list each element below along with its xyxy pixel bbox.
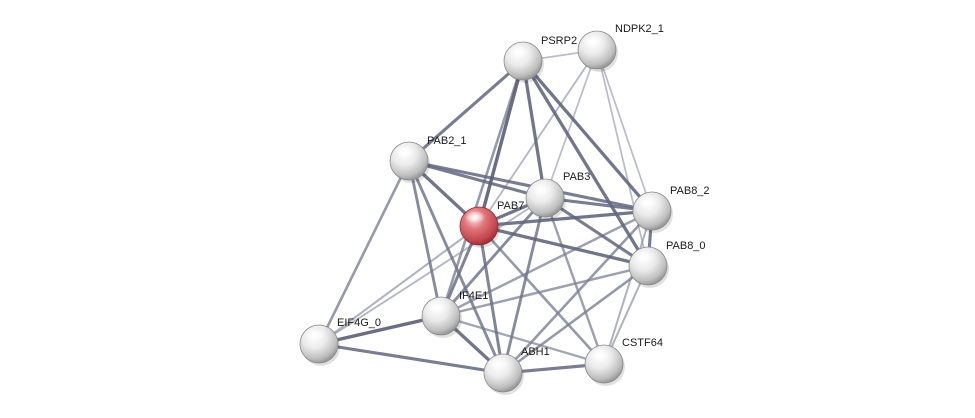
edge-psrp2-pab3[interactable] xyxy=(521,59,547,200)
node-label-psrp2: PSRP2 xyxy=(541,35,577,47)
edge-pab8-0-abh1[interactable] xyxy=(501,264,650,375)
node-pab3[interactable]: PAB3 xyxy=(525,171,590,220)
node-label-cstf64: CSTF64 xyxy=(622,337,663,349)
edge-pab7-eif4g-0[interactable] xyxy=(317,224,481,346)
edge-psrp2-pab8-0[interactable] xyxy=(521,59,650,268)
node-highlight xyxy=(589,348,611,362)
node-label-eif4g-0: EIF4G_0 xyxy=(337,317,381,329)
edge-pab3-pab8-0[interactable] xyxy=(543,196,650,268)
node-pab8-2[interactable]: PAB8_2 xyxy=(632,185,710,233)
node-label-ndpk2-1: NDPK2_1 xyxy=(615,23,664,35)
edge-ndpk2-1-pab7[interactable] xyxy=(478,49,598,227)
edge-eif4g-0-abh1[interactable] xyxy=(317,342,505,375)
node-if4e1[interactable]: IF4E1 xyxy=(421,290,488,338)
edge-ndpk2-1-pab3[interactable] xyxy=(544,49,598,199)
node-highlight xyxy=(637,195,659,209)
node-label-pab3: PAB3 xyxy=(563,171,590,183)
node-highlight xyxy=(488,357,510,371)
node-label-pab2-1: PAB2_1 xyxy=(427,135,467,147)
edge-pab2-1-abh1[interactable] xyxy=(407,159,505,375)
node-abh1[interactable]: ABH1 xyxy=(483,346,550,395)
edge-psrp2-pab2-1[interactable] xyxy=(407,59,525,163)
edge-psrp2-pab8-2[interactable] xyxy=(521,59,654,213)
edge-psrp2-if4e1[interactable] xyxy=(439,59,525,318)
node-label-abh1: ABH1 xyxy=(521,346,550,358)
node-highlight xyxy=(304,328,326,342)
edge-pab2-1-eif4g-0[interactable] xyxy=(317,159,411,346)
edge-if4e1-eif4g-0[interactable] xyxy=(317,314,443,346)
node-label-pab8-2: PAB8_2 xyxy=(670,185,710,197)
node-psrp2[interactable]: PSRP2 xyxy=(503,35,577,83)
edge-pab2-1-if4e1[interactable] xyxy=(407,159,443,318)
edge-pab3-cstf64[interactable] xyxy=(543,196,606,366)
node-highlight xyxy=(394,145,416,159)
edge-pab8-2-cstf64[interactable] xyxy=(602,209,654,366)
node-highlight xyxy=(530,182,552,196)
edge-pab3-if4e1[interactable] xyxy=(439,196,547,318)
edge-pab8-2-if4e1[interactable] xyxy=(439,209,654,318)
node-highlight xyxy=(633,250,655,264)
edge-ndpk2-1-pab8-2[interactable] xyxy=(596,49,653,212)
edge-if4e1-cstf64[interactable] xyxy=(439,314,606,366)
edge-ndpk2-1-pab8-0[interactable] xyxy=(596,49,649,267)
node-highlight xyxy=(582,34,604,48)
node-highlight xyxy=(508,45,530,59)
edge-pab3-abh1[interactable] xyxy=(501,196,547,375)
edge-pab8-2-abh1[interactable] xyxy=(501,209,654,375)
edge-pab7-pab8-0[interactable] xyxy=(477,224,650,268)
node-eif4g-0[interactable]: EIF4G_0 xyxy=(299,317,381,366)
node-label-pab8-0: PAB8_0 xyxy=(666,240,706,252)
node-highlight xyxy=(464,210,486,224)
node-label-if4e1: IF4E1 xyxy=(459,290,488,302)
node-ndpk2-1[interactable]: NDPK2_1 xyxy=(577,23,664,72)
node-cstf64[interactable]: CSTF64 xyxy=(584,337,663,386)
node-pab8-0[interactable]: PAB8_0 xyxy=(628,240,706,288)
node-pab7[interactable]: PAB7 xyxy=(459,200,524,248)
edge-pab7-abh1[interactable] xyxy=(477,224,505,375)
node-highlight xyxy=(426,300,448,314)
edge-pab7-pab8-2[interactable] xyxy=(477,209,654,228)
edge-psrp2-pab7[interactable] xyxy=(477,59,525,228)
node-label-pab7: PAB7 xyxy=(497,200,524,212)
node-pab2-1[interactable]: PAB2_1 xyxy=(389,135,467,183)
